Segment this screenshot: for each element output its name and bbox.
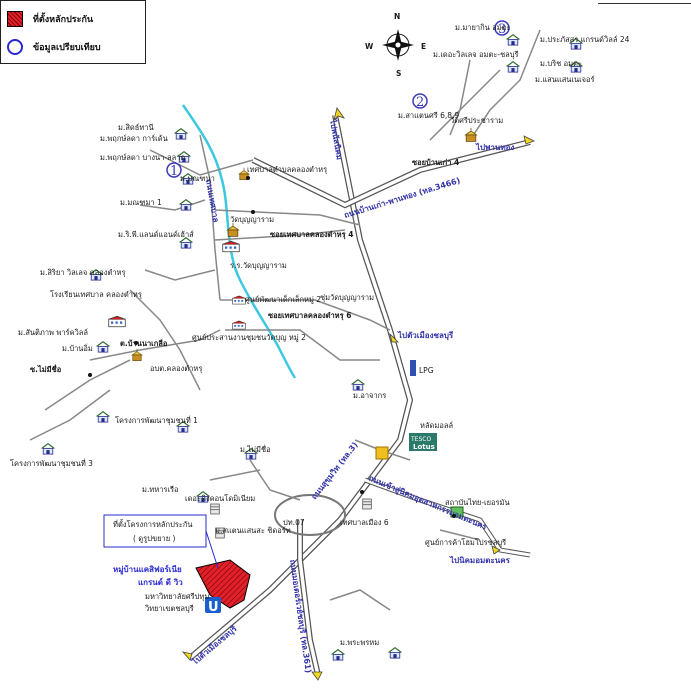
legend-comparison-label: ข้อมูลเปรียบเทียบ [33,43,101,53]
comparison-circle-icon [7,39,23,55]
wat-prachaniyom-icon [464,127,478,142]
project-box-line2: ( ดูรูปขยาย ) [133,534,175,543]
lbl-phruksa-baan: ม.พฤกษ์ลดา บางนา-ลลาด [100,153,185,162]
shop-icon [375,446,389,460]
lbl-pt: ปท.07 [283,518,305,527]
lbl-no-name: ซ.ไม่มีชื่อ [30,363,61,374]
lbl-baansiri: ม.บริช อมตะ [540,59,582,68]
svg-text:3: 3 [498,22,506,37]
svg-text:2: 2 [416,95,424,110]
compass-e: E [421,42,426,51]
lotus-logo [409,433,437,451]
marker-2: 2 [412,93,428,110]
lbl-santisuk: ม.สันติภาพ พาร์ควิลล์ [18,328,88,337]
univ-u-logo [205,597,221,613]
community-center-icon [232,320,246,330]
top-edge-line [598,3,691,4]
lbl-to-phanthong: ไปพานทอง [475,142,514,152]
river [181,104,297,379]
svg-text:Lotus: Lotus [413,443,435,451]
lbl-monpama1: ม.มณฑมา 1 [120,198,162,207]
univ-line2: วิทยาเขตชลบุรี [144,604,194,613]
lbl-wat-school: ร.ร.วัดบุญญาราม [230,261,287,270]
lbl-soi-ban-kao: ซอยบ้านเก่า 4 [412,158,459,167]
lbl-atakorn: ม.อาจากร [353,391,386,400]
lbl-monpamana: ม.มณฑนา [180,174,215,183]
lbl-highway3: ถนนสุขุมวิท (ทล.3) [309,440,360,501]
lbl-mayakin: ม.มายากิน อมตะ [455,23,511,32]
lbl-thetsaban-office: เทศบาลตำบลคลองตำหรุ [247,165,327,174]
lbl-condo: เดอะคิงคอนโดมิเนียม [185,494,255,503]
project-name-line1: หมู่บ้านแคสิฟอร์เนีย [113,564,182,575]
lbl-school: โรงเรียนเทศบาล คลองตำหรุ [50,290,142,299]
lbl-thetsaban-road: ถนนเทศบาล [204,179,220,223]
lbl-prasathi: ม.ประภัสสร แกรนด์วิลล์ 24 [540,35,630,44]
lbl-rp-land: ม.ริ.พี.แลนด์แอนด์เฮ้าส์ [118,230,194,239]
lpg-icon [410,360,416,376]
svg-text:U: U [208,600,219,615]
school-icon [108,315,126,328]
lbl-wat-prachaniyom: วัดศรีประชาราม [450,116,503,125]
project-area [195,559,251,609]
callout-dots [88,176,456,518]
lbl-sitthani: ม.สิดธ์ทานี [118,123,154,132]
lbl-elite: ม.เดอะวิลเลจ อมตะ-ชลบุรี [433,50,519,59]
lbl-project3: โครงการพัฒนาชุมชนที่ 3 [10,458,93,468]
lbl-to-chonburi1: ไปตัวเมืองชลบุรี [397,330,454,341]
lbl-no-name2: ม.ไม่มีชื่อ [240,444,271,454]
univ-line1: มหาวิทยาลัยศรีปทุม [145,592,209,601]
project-name-line2: แกรนด์ ดี วิว [138,577,183,587]
lbl-soi-4: ซอยเทศบาลคลองตำหรุ 4 [270,230,354,239]
lbl-siriya: ม.สิริยา วิลเลจ คลองตำหรุ [40,268,126,277]
svg-text:1: 1 [170,164,178,179]
lbl-saeng: ม.สาแตนศรี 6,8,9 [398,111,459,120]
interchange [274,494,346,536]
lotus-mall-label: หลัดมอลล์ [420,421,453,430]
legend-project-label: ที่ตั้งหลักประกัน [33,15,94,25]
condo-icon [210,503,220,515]
lbl-thetsaban-city: เทศบาลเมือง 6 [340,518,389,527]
compass-w: W [365,42,374,51]
wat-school-icon [222,240,240,253]
lbl-saentan: ม.แสนแสนเนเจอร์ [535,75,595,84]
lbl-baan-um: ม.บ้านอิ่ม [62,343,93,353]
amata-icon [450,506,464,518]
lbl-home-center: ศูนย์การค้าโฮมโปรชลบุรี [425,538,506,547]
lbl-project1: โครงการพัฒนาชุมชนที่ 1 [115,415,198,425]
lbl-chum-wat: ชุ่มวัดบุญญาราม [320,293,374,302]
compass-s: S [396,69,401,78]
svg-text:TESCO: TESCO [410,436,431,443]
lbl-to-chonburi2: ไปตัวเมืองชลบุรี [189,623,240,668]
lbl-plaza: ม.พระพรหม [340,638,379,647]
lbl-amata: สถาบันไทย-เยอรมัน [445,498,510,507]
lbl-phruksa-garden: ม.พฤกษ์ลดา การ์เด้น [100,134,168,143]
legend: ที่ตั้งหลักประกัน ข้อมูลเปรียบเทียบ [0,0,146,64]
marker-3: 3 [494,20,510,37]
lpg-label: LPG [419,366,434,375]
health-center-icon [232,295,246,305]
lbl-obt: อบต.คลองตำหรุ [150,364,202,373]
minor-roads [29,29,541,611]
lbl-soi-6: ซอยเทศบาลคลองตำหรุ 6 [268,311,352,320]
lbl-health-center: ศูนย์พัฒนาเด็กเล็กหมู่ 2 [245,294,321,304]
project-box-line1: ที่ตั้งโครงการหลักประกัน [113,519,193,529]
lbl-saensuk: ม.สแตนแสนสะ ชิดอร์ท [215,526,291,535]
lbl-wat: วัดบุญญาราม [230,215,274,224]
thetsaban-city-icon [362,498,372,510]
marker-1: 1 [166,162,182,179]
project-swatch [7,11,23,27]
compass [382,29,414,61]
lbl-community-center: ศูนย์ประสานงานชุมชนวัดบุญ หมู่ 2 [192,333,306,342]
lbl-thaharn: ม.ทหารเรือ [142,485,179,494]
direction-arrows [181,107,535,681]
lbl-ban-nakluea: ต.บ้านนาเกลือ [120,339,167,348]
lbl-to-phanatnikhom: ไปนิคมอมตะนคร [449,555,511,565]
compass-n: N [394,12,400,21]
